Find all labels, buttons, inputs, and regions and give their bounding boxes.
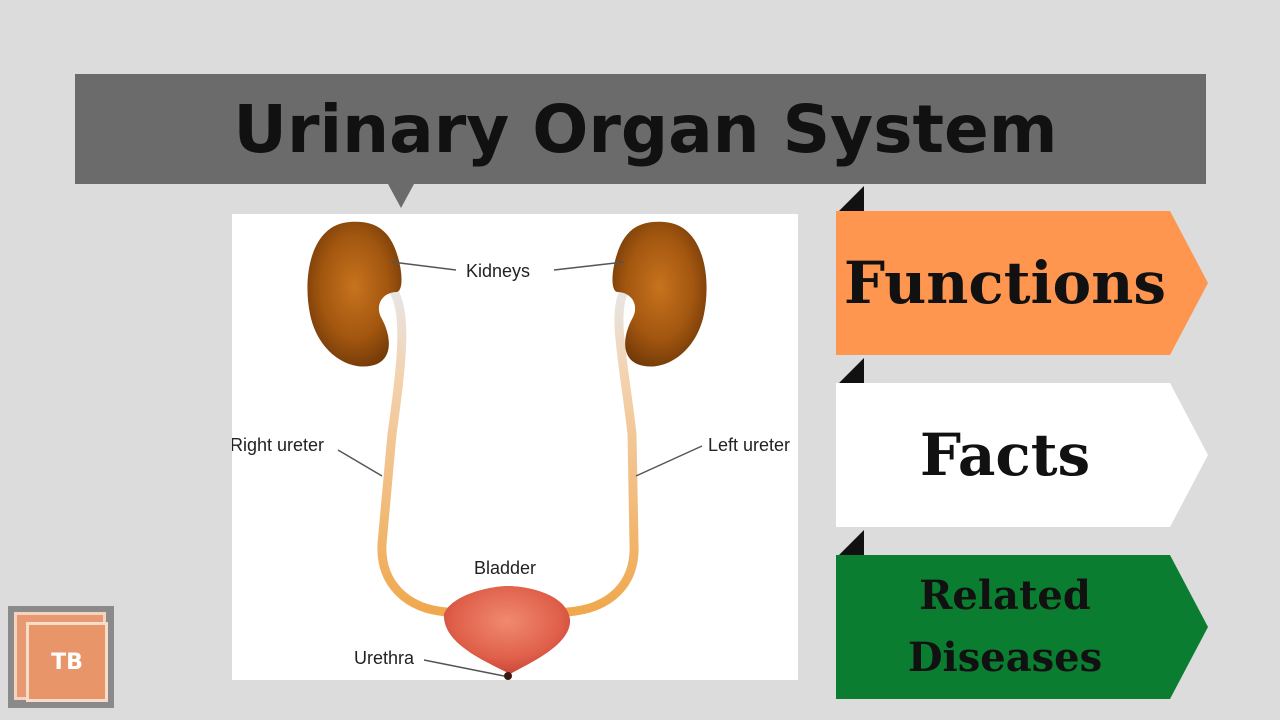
tab-related-diseases-shape (836, 555, 1208, 699)
title-banner: Urinary Organ System (75, 74, 1206, 184)
urinary-diagram-svg: Kidneys Right ureter Left ureter Bladder… (232, 221, 790, 680)
logo-text: TB (26, 622, 108, 702)
urinary-diagram: Kidneys Right ureter Left ureter Bladder… (232, 214, 798, 680)
tab-fold-related-diseases (838, 530, 864, 556)
right-ureter (377, 287, 452, 617)
tab-fold-functions (838, 186, 864, 212)
tb-logo: TB (8, 606, 114, 708)
label-left-ureter: Left ureter (708, 435, 790, 455)
left-ureter (562, 287, 639, 617)
tab-related-diseases-line1: Related (919, 572, 1091, 619)
tab-related-diseases-label: Related Diseases (836, 555, 1174, 699)
label-bladder: Bladder (474, 558, 536, 578)
tab-facts-shape (836, 383, 1208, 527)
page-title: Urinary Organ System (233, 90, 1058, 168)
tab-related-diseases-line2: Diseases (907, 634, 1103, 681)
label-right-ureter: Right ureter (232, 435, 324, 455)
tab-functions-label: Functions (843, 249, 1167, 317)
bladder (443, 586, 571, 674)
left-kidney (612, 221, 707, 367)
right-kidney (307, 221, 402, 367)
tab-fold-facts (838, 358, 864, 384)
tab-related-diseases[interactable]: Related Diseases (836, 555, 1208, 699)
title-pointer (388, 184, 414, 208)
label-kidneys: Kidneys (466, 261, 530, 281)
tab-functions-shape (836, 211, 1208, 355)
urethra-opening (504, 672, 512, 680)
label-urethra: Urethra (354, 648, 415, 668)
tab-functions[interactable]: Functions (836, 211, 1208, 355)
tab-facts[interactable]: Facts (836, 383, 1208, 527)
tab-facts-label: Facts (919, 421, 1091, 489)
